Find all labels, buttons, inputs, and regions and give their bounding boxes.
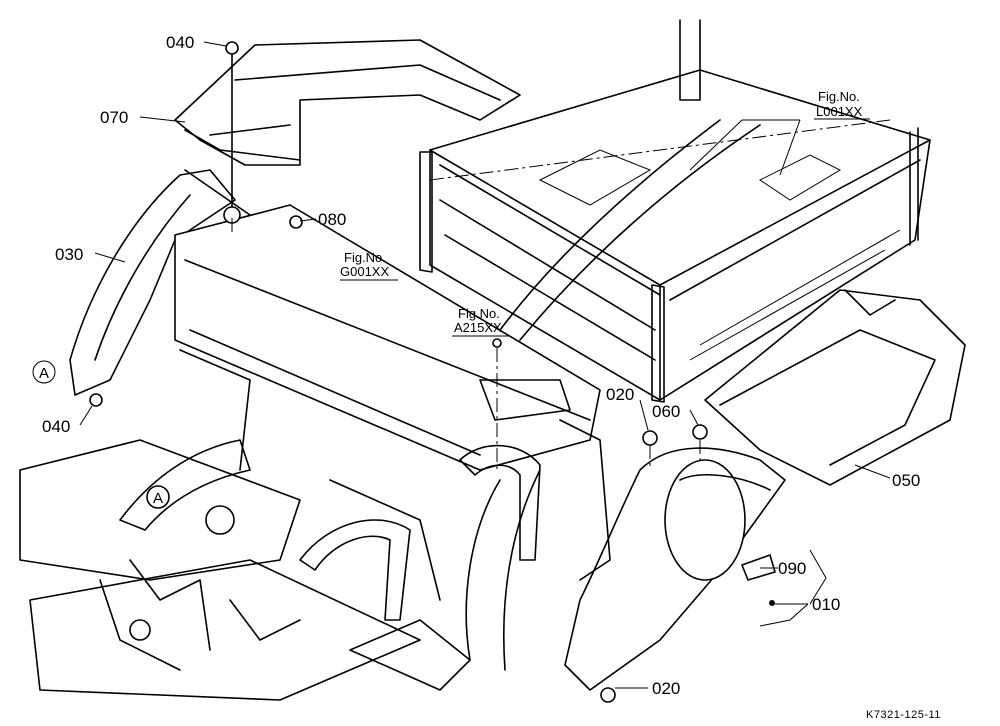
svg-text:Fig.No.: Fig.No. <box>458 306 500 321</box>
svg-text:Fig.No.: Fig.No. <box>818 89 860 104</box>
svg-text:Fig.No.: Fig.No. <box>344 250 386 265</box>
figure-ref-a215: Fig.No. A215XX <box>454 306 502 335</box>
callout-080: 080 <box>318 210 346 229</box>
back-panel <box>174 204 601 471</box>
part-070-cover <box>174 39 521 166</box>
callout-040-top: 040 <box>166 33 194 52</box>
callout-030: 030 <box>55 245 83 264</box>
cargo-bed <box>419 19 931 403</box>
callout-060: 060 <box>652 402 680 421</box>
figure-ref-g001: Fig.No. G001XX <box>340 250 389 279</box>
hardware-fasteners <box>89 41 776 703</box>
svg-text:A: A <box>153 490 163 507</box>
chassis-frame <box>19 349 611 701</box>
view-marker-a-left: A <box>32 360 56 384</box>
view-marker-a-center: A <box>146 485 170 509</box>
leader-lines <box>79 41 891 689</box>
figure-ref-code: L001XX <box>816 104 863 119</box>
svg-text:A: A <box>39 365 49 382</box>
callout-020-mid: 020 <box>606 385 634 404</box>
figure-ref-l001: Fig.No. L001XX <box>814 89 870 120</box>
callout-020-bottom: 020 <box>652 679 680 698</box>
callout-010: 010 <box>812 595 840 614</box>
callout-070: 070 <box>100 108 128 127</box>
callout-090: 090 <box>778 559 806 578</box>
figure-ref-code: A215XX <box>454 320 502 335</box>
drawing-code: K7321-125-11 <box>866 709 941 721</box>
callout-040-left: 040 <box>42 417 70 436</box>
part-050-bumper <box>704 289 966 486</box>
callout-050: 050 <box>892 471 920 490</box>
figure-ref-code: G001XX <box>340 264 389 279</box>
part-010-fender <box>564 447 786 691</box>
